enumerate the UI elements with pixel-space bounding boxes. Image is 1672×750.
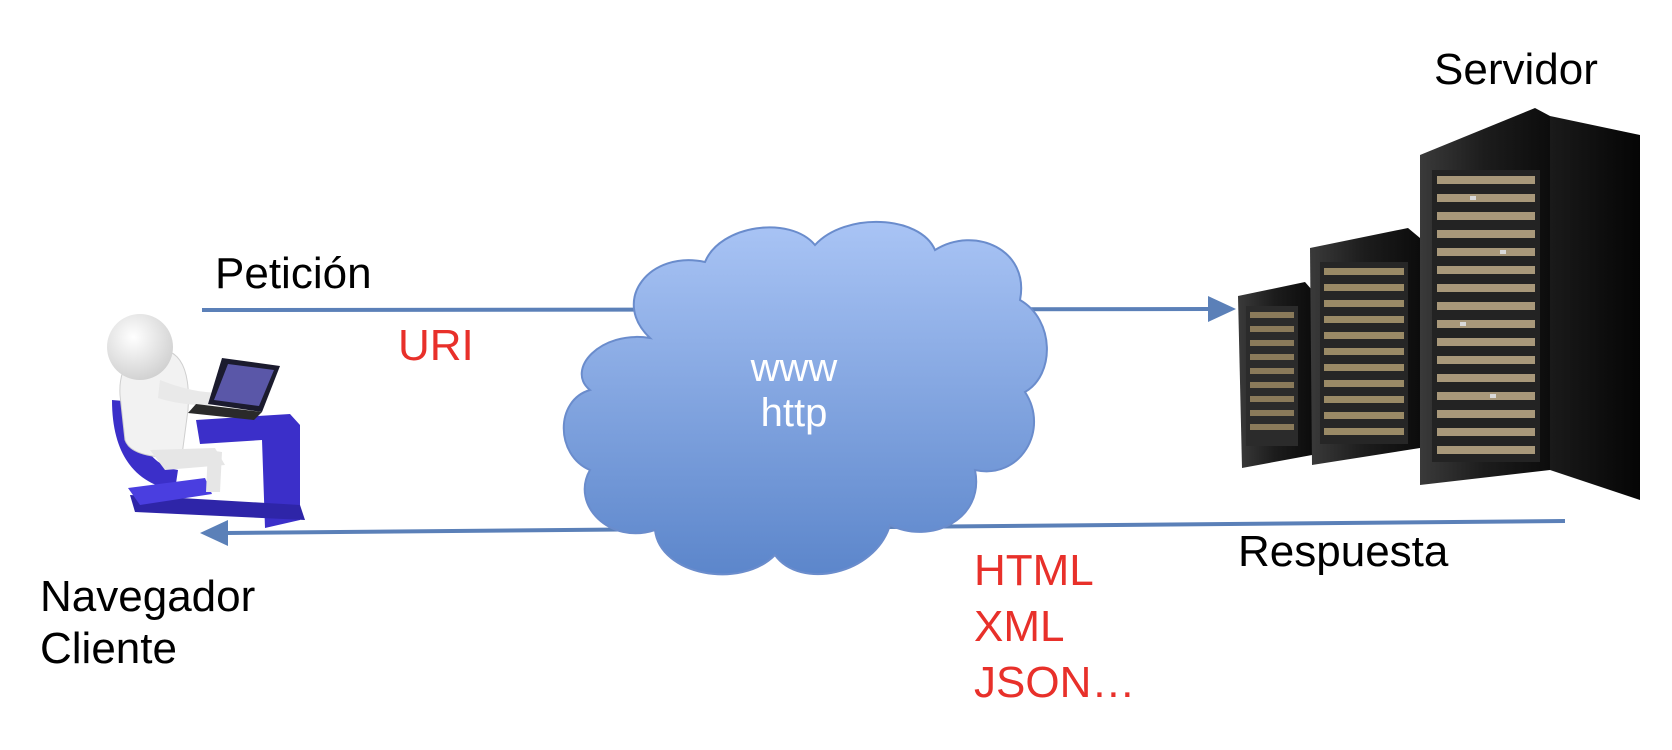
response-formats-list: HTML XML JSON… xyxy=(974,543,1135,711)
cloud-label-line1: www xyxy=(750,346,838,390)
client-label-line1: Navegador xyxy=(40,572,256,621)
client-label-line2: Cliente xyxy=(40,623,177,673)
response-format-item: HTML xyxy=(974,546,1094,595)
cloud-label: www http xyxy=(694,346,894,436)
cloud-icon xyxy=(562,220,1048,576)
client-label: Navegador Cliente xyxy=(40,571,255,675)
request-payload-label: URI xyxy=(398,321,474,370)
cloud-label-line2: http xyxy=(760,390,828,435)
response-label: Respuesta xyxy=(1238,527,1449,576)
server-racks-icon xyxy=(1238,108,1640,500)
person-at-laptop-icon xyxy=(107,314,305,528)
response-format-item: XML xyxy=(974,601,1065,651)
request-label: Petición xyxy=(215,249,372,298)
server-label: Servidor xyxy=(1434,45,1598,94)
response-format-item: JSON… xyxy=(974,657,1136,707)
